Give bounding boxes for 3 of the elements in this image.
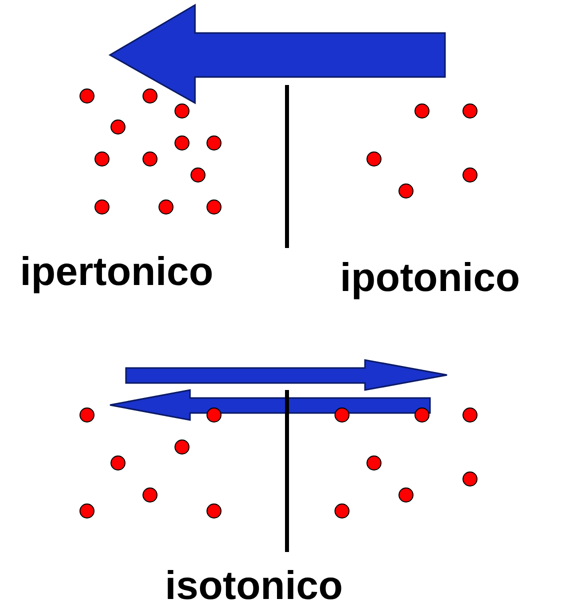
solution-label: ipertonico (20, 252, 214, 292)
solution-label: ipotonico (340, 258, 520, 298)
solution-label: isotonico (165, 566, 343, 606)
